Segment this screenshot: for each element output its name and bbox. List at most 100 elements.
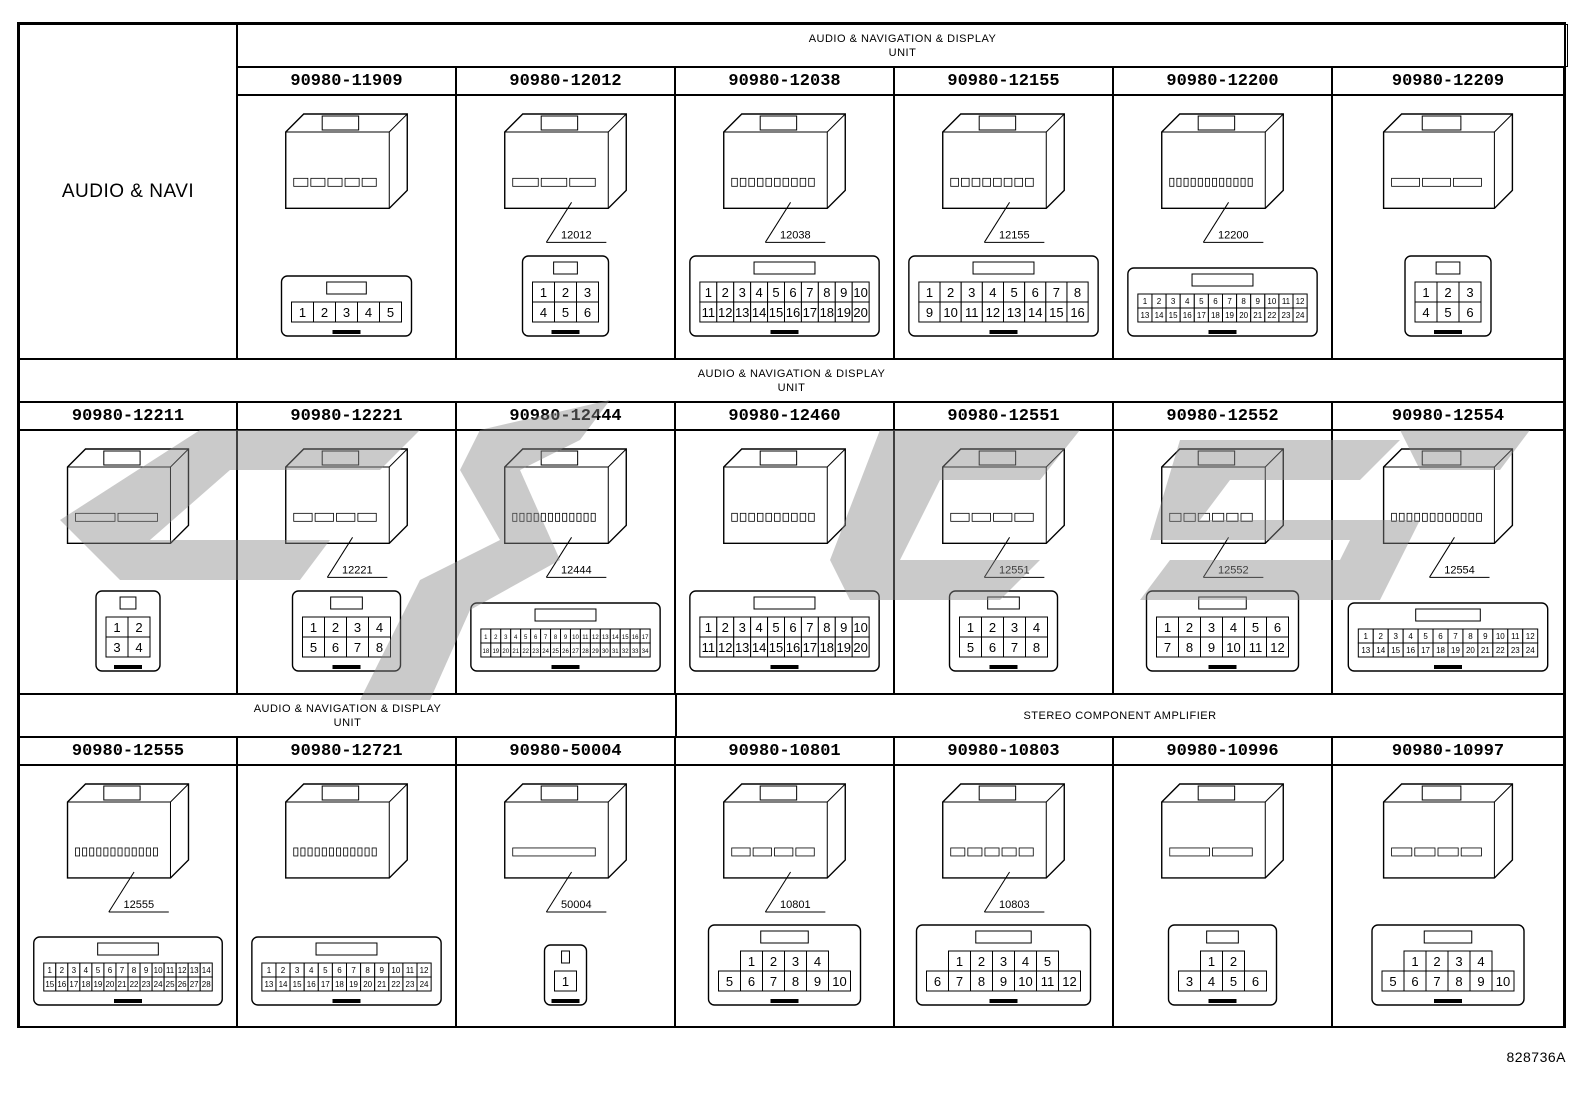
- cavity-mark: [731, 177, 738, 187]
- cavity-mark: [540, 177, 568, 187]
- connector-edge: [723, 113, 846, 209]
- connector-edge: [504, 783, 627, 878]
- pin-face-key: [332, 330, 361, 334]
- part-tag-label: 12200: [1218, 229, 1249, 241]
- pin-number: 18: [1211, 311, 1220, 320]
- pin-face-lock: [1415, 608, 1481, 622]
- connector-latch: [321, 450, 360, 466]
- pin-number: 4: [514, 635, 518, 641]
- pin-number: 8: [376, 640, 383, 655]
- cavity-mark: [1183, 177, 1189, 187]
- cavity-mark: [576, 512, 582, 522]
- pin-number: 3: [1466, 285, 1473, 300]
- pin-cell: [576, 301, 599, 323]
- connector-illustration: [1382, 783, 1514, 879]
- pin-number: 3: [1000, 954, 1007, 969]
- pin-number: 18: [335, 980, 344, 989]
- connector-latch: [103, 785, 141, 801]
- cavity-mark: [82, 847, 88, 857]
- pin-number: 6: [1466, 305, 1473, 320]
- connector-body: [942, 448, 1065, 545]
- part-number: 90980-12555: [19, 737, 237, 765]
- pin-number: 6: [989, 640, 996, 655]
- pin-number: 13: [1007, 305, 1021, 320]
- cavity-mark: [293, 177, 309, 187]
- cavity-mark: [1003, 177, 1013, 187]
- pin-face-key: [114, 999, 142, 1003]
- pin-number: 21: [118, 980, 127, 989]
- pin-number: 11: [1282, 297, 1291, 306]
- pin-face-key: [332, 999, 361, 1003]
- pin-number: 19: [837, 305, 851, 320]
- pin-number: 5: [96, 966, 101, 975]
- cavity-mark: [1422, 177, 1451, 187]
- cavity-mark: [1018, 847, 1034, 857]
- cavity-mark: [1169, 847, 1210, 857]
- pin-number: 7: [806, 285, 813, 300]
- pin-cell: [1244, 970, 1267, 992]
- pin-number: 13: [1140, 311, 1149, 320]
- cavity-mark: [583, 512, 589, 522]
- pin-number: 15: [769, 305, 783, 320]
- part-tag-label: 12555: [124, 899, 155, 911]
- part-number: 90980-10801: [675, 737, 894, 765]
- pin-number: 3: [72, 966, 77, 975]
- pin-number: 23: [1282, 311, 1291, 320]
- pin-number: 17: [321, 980, 330, 989]
- cavity-mark: [103, 847, 109, 857]
- pin-number: 2: [1230, 954, 1237, 969]
- pin-number: 4: [755, 285, 762, 300]
- connector-edge: [504, 113, 627, 209]
- cavity-mark: [993, 177, 1002, 187]
- pin-cell: [416, 976, 432, 992]
- connector-illustration: [1161, 113, 1284, 210]
- cavity-mark: [1391, 847, 1413, 857]
- pin-number: 6: [1252, 974, 1259, 989]
- pin-number: 23: [1511, 646, 1520, 655]
- pin-number: 2: [321, 305, 328, 320]
- pin-face-lock: [119, 596, 137, 610]
- pin-cell: [379, 301, 402, 323]
- cavity-mark: [569, 512, 575, 522]
- pin-number: 1: [1364, 632, 1369, 641]
- pin-number: 8: [1033, 640, 1040, 655]
- part-number: 90980-12012: [456, 67, 675, 95]
- pin-number: 1: [540, 285, 547, 300]
- cavity-mark: [555, 512, 561, 522]
- pin-face-lock: [561, 950, 570, 964]
- pin-number: 14: [752, 640, 766, 655]
- pin-number: 8: [1468, 632, 1473, 641]
- connector-edge: [285, 113, 408, 209]
- cavity-mark: [75, 512, 116, 522]
- connector-body: [942, 113, 1065, 210]
- pin-number: 1: [748, 954, 755, 969]
- pin-number: 12: [718, 640, 732, 655]
- cavity-mark: [526, 512, 532, 522]
- cavity-mark: [1226, 177, 1232, 187]
- pin-number: 5: [1389, 974, 1396, 989]
- pin-cell: [1266, 636, 1289, 658]
- pin-number: 30: [602, 649, 609, 655]
- pin-face-lock: [1198, 596, 1247, 610]
- pin-number: 4: [540, 305, 547, 320]
- pin-number: 16: [786, 305, 800, 320]
- pin-face-lock: [553, 261, 578, 275]
- pin-number: 12: [1296, 297, 1305, 306]
- pin-number: 22: [522, 649, 529, 655]
- pin-number: 1: [1422, 285, 1429, 300]
- callout-leader: [1202, 202, 1229, 243]
- connector-latch: [1197, 450, 1236, 466]
- connector-body: [1161, 448, 1284, 545]
- cavity-mark: [547, 512, 553, 522]
- pin-number: 19: [492, 649, 499, 655]
- pin-number: 10: [572, 635, 579, 641]
- pin-number: 13: [602, 635, 609, 641]
